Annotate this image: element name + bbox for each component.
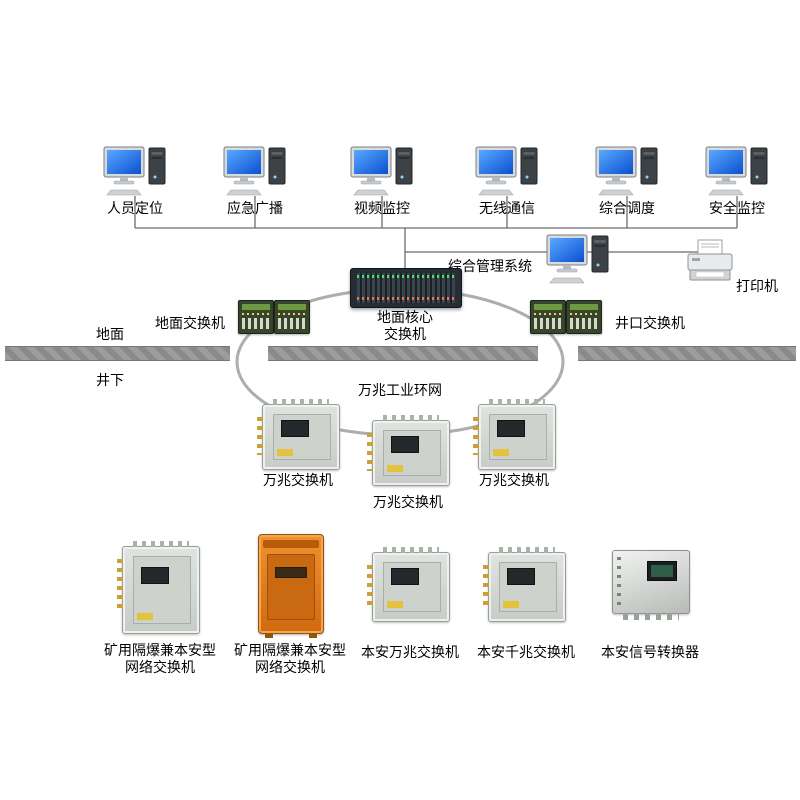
pc-icon [595,146,659,196]
side-terminals [367,565,373,606]
brand-badge [277,449,293,456]
rack-leds-green [357,275,455,278]
display-screen [497,420,525,437]
flameproof-network-switch-gray [117,541,200,634]
brand-badge [503,601,519,608]
switch-ports [278,318,306,329]
display-content [651,565,673,577]
brand-badge [137,613,153,620]
switch-cap [570,304,598,310]
bolt-column [617,557,621,607]
ring-switch-device-middle [367,415,450,486]
system-label-broadcast: 应急广播 [227,200,283,216]
pc-icon [705,146,769,196]
switch-cap [534,304,562,310]
brand-badge [387,601,403,608]
system-label-personnel: 人员定位 [107,200,163,216]
device-label-1-line2: 网络交换机 [125,659,195,675]
switch-leds [278,313,306,315]
intrinsically-safe-1g-switch [483,547,566,622]
cable-glands [489,399,545,405]
switch-leds [570,313,598,315]
device-label-2-line2: 网络交换机 [255,659,325,675]
surface-switch-label: 地面交换机 [155,315,225,331]
system-label-wireless: 无线通信 [479,200,535,216]
switch-ports [570,318,598,329]
side-terminals [473,417,479,456]
display-slot [275,567,307,578]
brand-badge [387,465,403,472]
core-switch-label-line1: 地面核心 [377,309,433,325]
management-pc-icon [546,234,610,284]
side-terminals [117,559,123,611]
display-screen [391,568,419,585]
front-panel [267,554,315,620]
ring-switch-label-middle: 万兆交换机 [373,494,443,510]
side-terminals [483,565,489,606]
wellhead-switch-device-1 [530,300,566,334]
mounting-feet [265,633,317,638]
ring-switch-label-right: 万兆交换机 [479,472,549,488]
switch-leds [534,313,562,315]
cable-glands [273,399,329,405]
ring-switch-label-left: 万兆交换机 [263,472,333,488]
ground-bar-middle [268,346,538,361]
display-screen [141,567,169,584]
ring-network-label: 万兆工业环网 [358,382,442,398]
display-screen [281,420,309,437]
pc-icon [103,146,167,196]
switch-ports [242,318,270,329]
pc-icon [223,146,287,196]
system-label-video: 视频监控 [354,200,410,216]
intrinsically-safe-10g-switch [367,547,450,622]
side-terminals [367,433,373,472]
surface-switch-device-1 [238,300,274,334]
switch-cap [242,304,270,310]
ring-switch-device-right [473,399,556,470]
wellhead-switch-device-2 [566,300,602,334]
flameproof-network-switch-orange [258,534,324,638]
top-flange [263,540,319,548]
device-label-4: 本安千兆交换机 [477,644,575,660]
core-switch-label-line2: 交换机 [384,326,426,342]
device-label-5: 本安信号转换器 [601,644,699,660]
system-label-dispatch: 综合调度 [599,200,655,216]
printer-label: 打印机 [736,278,778,294]
display-screen [391,436,419,453]
display-screen [507,568,535,585]
display-screen [647,561,677,581]
intrinsically-safe-signal-converter [612,550,690,620]
cable-glands [133,541,189,547]
device-label-2-line1: 矿用隔爆兼本安型 [234,642,346,658]
switch-cap [278,304,306,310]
ring-switch-device-left [257,399,340,470]
device-label-1-line1: 矿用隔爆兼本安型 [104,642,216,658]
pc-icon [475,146,539,196]
cable-glands [383,547,439,553]
system-label-safety: 安全监控 [709,200,765,216]
device-label-3: 本安万兆交换机 [361,644,459,660]
rack-leds-red [357,297,455,300]
core-switch-device [350,268,462,308]
management-system-label: 综合管理系统 [448,258,532,274]
side-terminals [257,417,263,456]
zone-label-underground: 井下 [96,372,124,388]
cable-glands [499,547,555,553]
ground-bar-right [578,346,796,361]
cable-glands [383,415,439,421]
switch-leds [242,313,270,315]
wellhead-switch-label: 井口交换机 [615,315,685,331]
printer-icon [684,238,736,286]
brand-badge [493,449,509,456]
bottom-terminals [623,613,679,620]
surface-switch-device-2 [274,300,310,334]
pc-icon [350,146,414,196]
ground-bar-left [5,346,230,361]
switch-ports [534,318,562,329]
zone-label-surface: 地面 [96,326,124,342]
